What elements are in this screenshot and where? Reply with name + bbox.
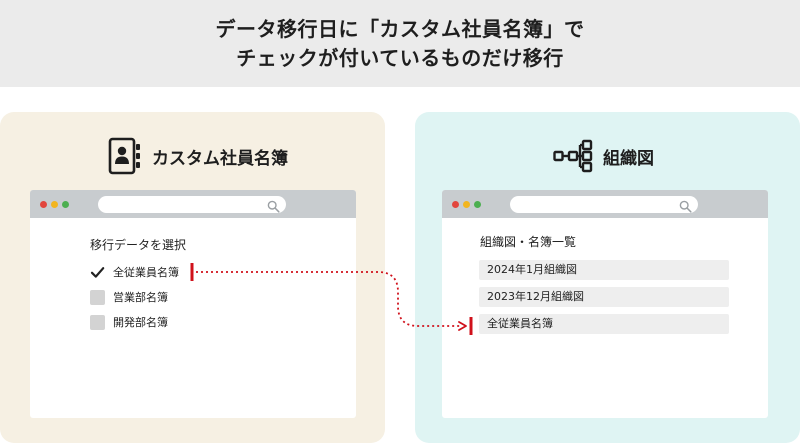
list-item-development[interactable]: 開発部名簿 [90,314,168,330]
maximize-dot-icon[interactable] [474,201,481,208]
list-item-2024-jan-org[interactable]: 2024年1月組織図 [479,260,729,280]
header-banner: データ移行日に「カスタム社員名簿」で チェックが付いているものだけ移行 [0,0,800,87]
close-dot-icon[interactable] [452,201,459,208]
minimize-dot-icon[interactable] [51,201,58,208]
list-item-2023-dec-org[interactable]: 2023年12月組織図 [479,287,729,307]
list-item-label: 営業部名簿 [113,291,168,304]
window-controls [452,201,481,208]
checkbox-unchecked[interactable] [90,314,105,330]
left-browser-window: 移行データを選択 全従業員名簿 営業部名簿 開発部名簿 [30,190,356,418]
header-line-2: チェックが付いているものだけ移行 [236,45,564,70]
right-search-input[interactable] [510,196,698,213]
org-chart-title-text: 組織図 [603,148,654,169]
custom-directory-title-text: カスタム社員名簿 [152,148,288,169]
list-item-label: 全従業員名簿 [113,266,179,279]
org-chart-panel: 組織図 組織図・名簿一覧 [415,112,800,443]
search-icon [267,198,280,217]
org-list-heading: 組織図・名簿一覧 [480,235,577,249]
right-browser-toolbar [442,190,768,218]
close-dot-icon[interactable] [40,201,47,208]
header-line-1: データ移行日に「カスタム社員名簿」で [215,16,585,41]
migration-select-heading: 移行データを選択 [90,238,187,252]
list-item-label: 開発部名簿 [113,316,168,329]
org-chart-icon [553,139,593,173]
list-item-all-employees-migrated[interactable]: 全従業員名簿 [479,314,729,334]
search-icon [679,198,692,217]
list-item-all-employees[interactable]: 全従業員名簿 [90,264,179,280]
contact-book-icon [108,137,142,175]
window-controls [40,201,69,208]
custom-directory-title: カスタム社員名簿 [108,136,288,176]
checkbox-checked[interactable] [90,264,105,280]
minimize-dot-icon[interactable] [463,201,470,208]
left-browser-toolbar [30,190,356,218]
left-search-input[interactable] [98,196,286,213]
right-browser-window: 組織図・名簿一覧 2024年1月組織図 2023年12月組織図 全従業員名簿 [442,190,768,418]
checkbox-unchecked[interactable] [90,289,105,305]
maximize-dot-icon[interactable] [62,201,69,208]
list-item-sales[interactable]: 営業部名簿 [90,289,168,305]
org-chart-title: 組織図 [553,136,654,176]
custom-directory-panel: カスタム社員名簿 移行デー [0,112,385,443]
